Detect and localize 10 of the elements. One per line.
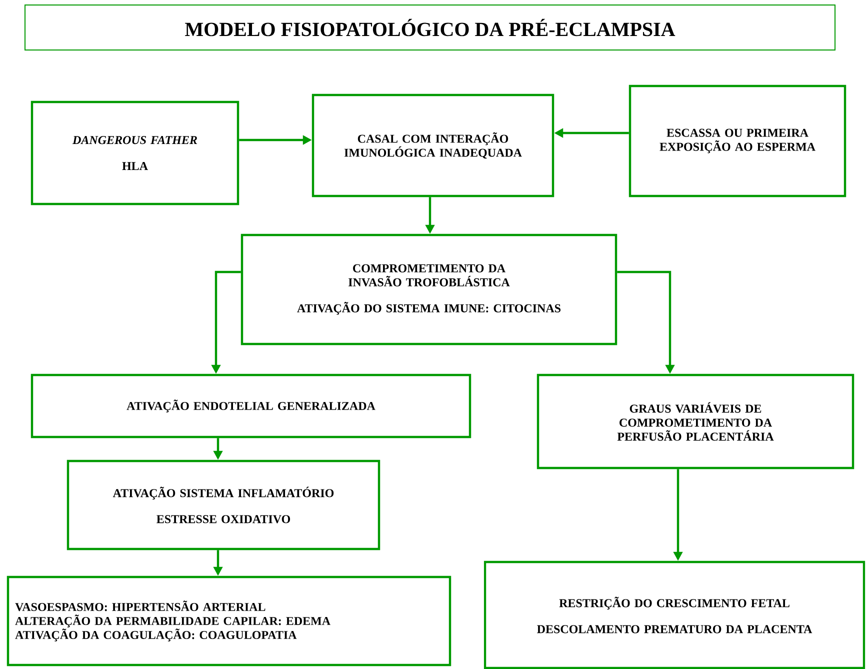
process-box: DANGEROUS FATHER HLA bbox=[30, 100, 240, 206]
process-box: ESCASSA OU PRIMEIRA EXPOSIÇÃO AO ESPERMA bbox=[628, 84, 846, 198]
process-box: GRAUS VARIÁVEIS DE COMPROMETIMENTO DA PERFUSÃO PLACENTÁRIA bbox=[536, 374, 854, 470]
process-box: CASAL COM INTERAÇÃO IMUNOLÓGICA INADEQUADA bbox=[312, 94, 554, 198]
process-box: VASOESPASMO: HIPERTENSÃO ARTERIAL ALTERAÇÃO DA PERMABILIDADE CAPILAR: EDEMA ATIVAÇÃO DA COAGULAÇÃO: COAGULOPATIA bbox=[6, 576, 452, 666]
process-box: ATIVAÇÃO SISTEMA INFLAMATÓRIO ESTRESSE OXIDATIVO bbox=[66, 460, 380, 550]
process-box: RESTRIÇÃO DO CRESCIMENTO FETAL DESCOLAMENTO PREMATURO DA PLACENTA bbox=[484, 560, 866, 669]
process-box: COMPROMETIMENTO DA INVASÃO TROFOBLÁSTICA ATIVAÇÃO DO SISTEMA IMUNE: CITOCINAS bbox=[240, 234, 618, 346]
process-box: ATIVAÇÃO ENDOTELIAL GENERALIZADA bbox=[30, 374, 472, 438]
title: MODELO FISIOPATOLÓGICO DA PRÉ-ECLAMPSIA bbox=[24, 4, 836, 50]
